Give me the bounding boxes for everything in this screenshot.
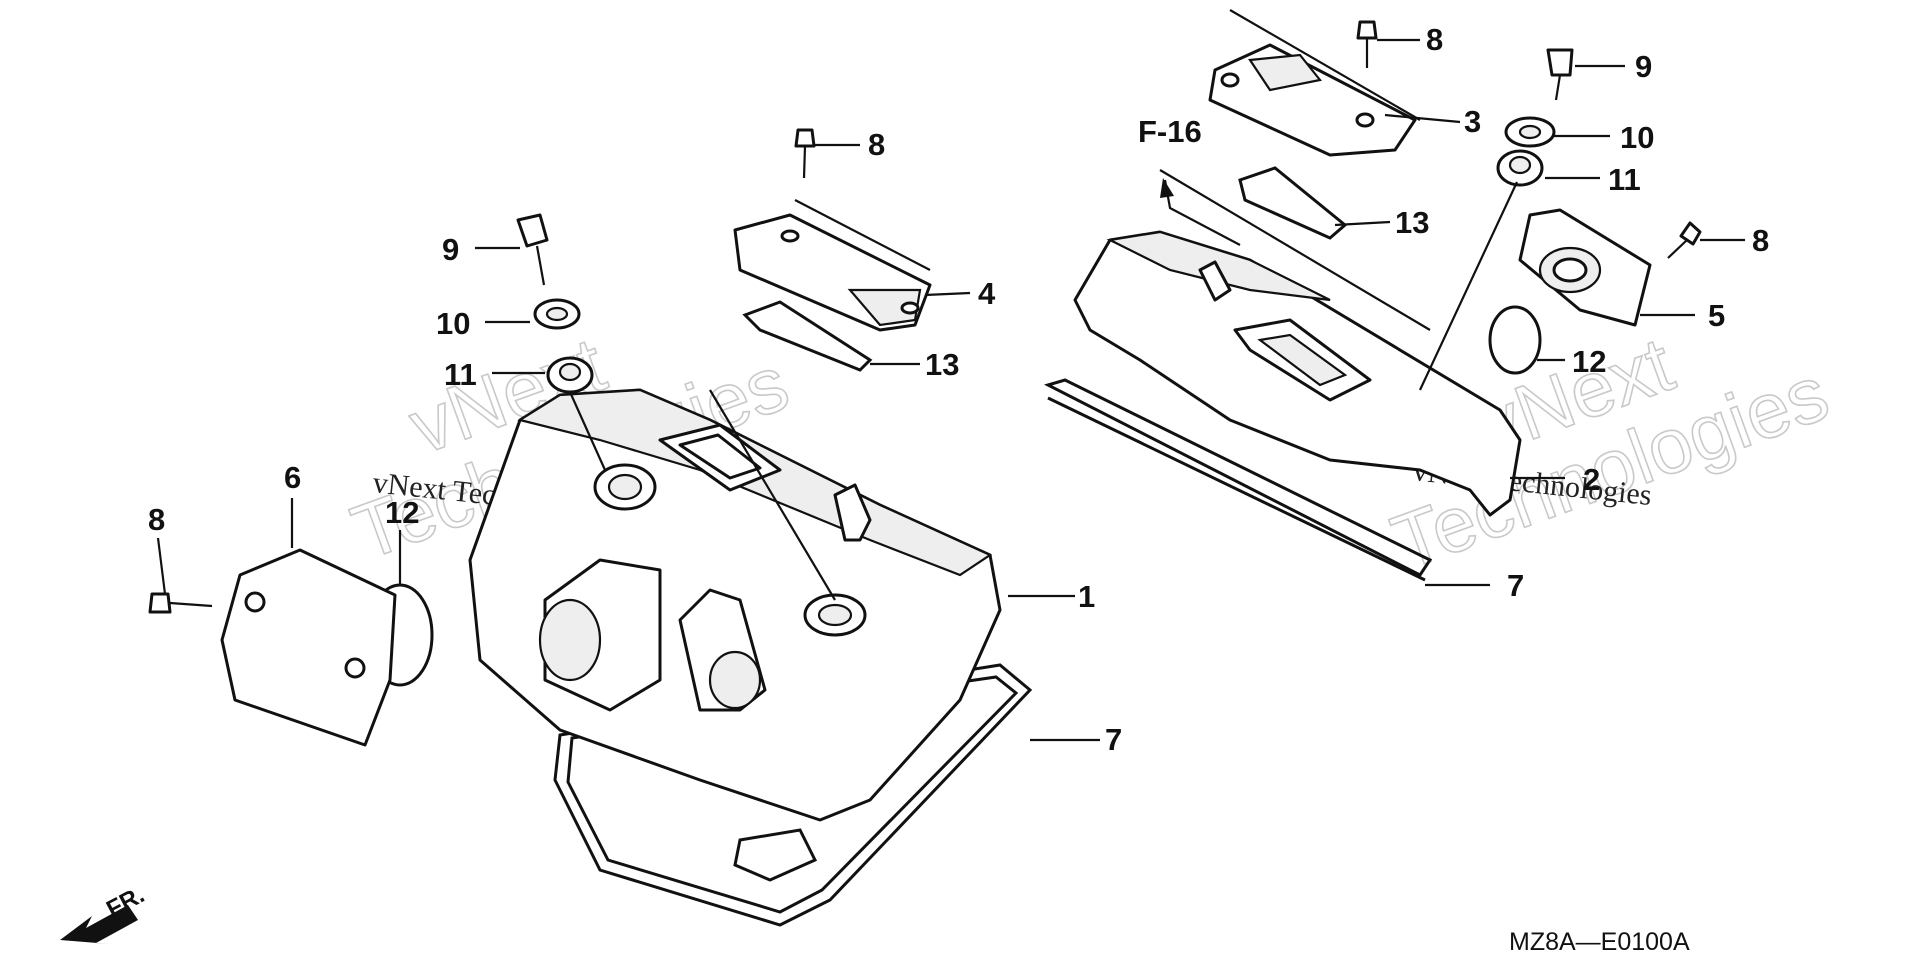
- callout-8-right: 8: [1752, 223, 1769, 258]
- callout-4: 4: [978, 276, 996, 311]
- callout-8-cover: 8: [1426, 22, 1443, 57]
- fastener-stack-right: [1496, 48, 1574, 187]
- breather-cover-4: [733, 213, 932, 372]
- callout-2: 2: [1583, 462, 1600, 497]
- callout-10-right: 10: [1620, 120, 1654, 155]
- reference-arrowhead: [1160, 178, 1174, 198]
- head-cover-1: [468, 388, 1002, 822]
- gasket-7-upper: [1043, 378, 1433, 582]
- callout-7-lower: 7: [1105, 722, 1122, 757]
- reference-arrow: [1163, 179, 1241, 246]
- bolt-8-c: [1667, 221, 1702, 259]
- callout-1: 1: [1078, 579, 1095, 614]
- cover-3: [1208, 43, 1417, 240]
- callout-13-left: 13: [925, 347, 959, 382]
- callout-8-breather: 8: [868, 127, 885, 162]
- drawing-code: MZ8A—E0100A: [1509, 928, 1690, 956]
- callout-5: 5: [1708, 298, 1725, 333]
- callout-9-left: 9: [442, 232, 459, 267]
- bolt-8-d: [148, 592, 213, 614]
- callout-11-left: 11: [444, 357, 477, 392]
- front-direction-arrow: FR.: [60, 881, 149, 944]
- callout-8-side: 8: [148, 502, 165, 537]
- callout-6: 6: [284, 460, 301, 495]
- head-cover-2: [1073, 230, 1522, 517]
- reference-label: F-16: [1138, 114, 1202, 149]
- callout-12-left: 12: [385, 495, 419, 530]
- callout-10-left: 10: [436, 306, 470, 341]
- bolt-8-a: [794, 128, 816, 179]
- leader-lines: [156, 9, 1745, 742]
- gasket-7-lower: [553, 663, 1033, 927]
- callout-9-right: 9: [1635, 49, 1652, 84]
- callout-7-upper: 7: [1507, 568, 1524, 603]
- cover-5: [1488, 208, 1652, 375]
- bolt-8-b: [1356, 20, 1378, 68]
- side-cover-6: [220, 548, 434, 747]
- callout-12-right: 12: [1572, 344, 1606, 379]
- callout-13-right: 13: [1395, 205, 1429, 240]
- callout-11-right: 11: [1608, 162, 1641, 197]
- callout-3: 3: [1464, 104, 1481, 139]
- fastener-stack-left: [516, 213, 594, 394]
